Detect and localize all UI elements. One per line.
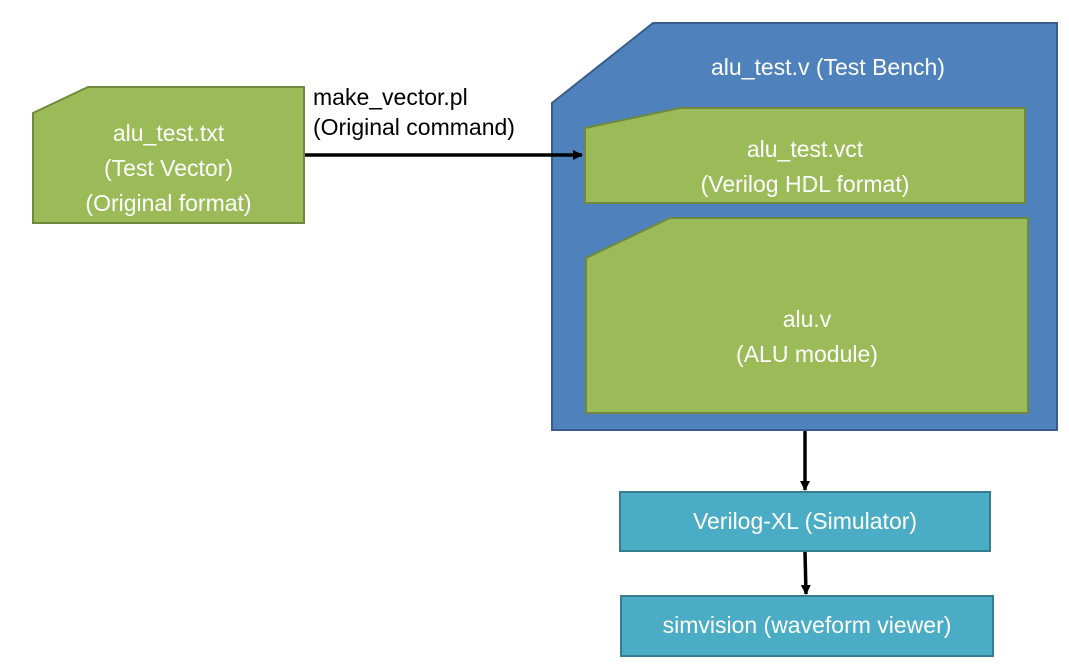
simulator-label: Verilog-XL (Simulator) [692, 508, 918, 534]
command-label: make_vector.pl (Original command) [313, 82, 515, 142]
testvector-desc: (Test Vector) [103, 155, 234, 181]
testvector-name: alu_test.txt [112, 120, 225, 146]
vct-desc: (Verilog HDL format) [700, 171, 910, 197]
testvector-format: (Original format) [85, 190, 252, 216]
command-desc: (Original command) [313, 114, 515, 140]
alu-module-shape [585, 217, 1029, 414]
viewer-label: simvision (waveform viewer) [662, 612, 952, 638]
arrow-simulator-to-viewer [800, 551, 811, 595]
alu-label: alu.v (ALU module) [586, 302, 1028, 372]
viewer-box [620, 595, 994, 657]
vct-name: alu_test.vct [746, 136, 864, 162]
testbench-title: alu_test.v (Test Bench) [711, 54, 945, 80]
alu-desc: (ALU module) [736, 341, 878, 367]
testvector-file-shape [32, 86, 305, 224]
simulator-box [619, 491, 991, 552]
testvector-label: alu_test.txt (Test Vector) (Original for… [33, 116, 304, 221]
alu-name: alu.v [782, 306, 832, 332]
vct-label: alu_test.vct (Verilog HDL format) [585, 132, 1025, 202]
command-script: make_vector.pl [313, 84, 468, 110]
vct-file-shape [584, 107, 1026, 204]
